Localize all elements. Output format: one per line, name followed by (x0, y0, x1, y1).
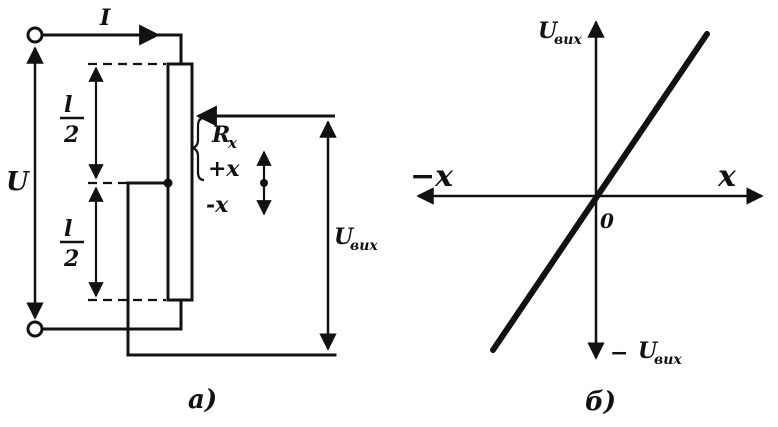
x-pos-label: x (717, 159, 737, 194)
bottom-half-denominator: 2 (63, 246, 79, 272)
rx-label-main: R (211, 122, 230, 148)
resistor-body (166, 62, 194, 302)
bottom-supply-wire (40, 298, 183, 331)
displacement-dot (260, 179, 268, 187)
output-voltage-main: U (334, 224, 355, 250)
y-axis-label-sub: вих (554, 32, 582, 48)
top-half-numerator: l (64, 92, 72, 118)
rx-label-sub: x (227, 134, 238, 152)
top-terminal (26, 26, 44, 44)
potentiometer-circuit: I U l 2 l 2 R x +x -x (6, 5, 378, 415)
y-axis-label-main: U (538, 18, 559, 44)
origin-label: 0 (600, 209, 614, 233)
characteristic-line (490, 31, 710, 353)
plus-x-label: +x (208, 156, 240, 182)
midpoint-tap-wire (126, 181, 337, 357)
rx-brace (190, 116, 205, 182)
current-label: I (99, 5, 111, 31)
top-supply-wire (40, 33, 183, 66)
caption-b: б) (585, 387, 616, 417)
midpoint-dot (163, 178, 173, 188)
caption-a: а) (188, 385, 217, 415)
output-voltage-sub: вих (350, 238, 378, 254)
x-neg-label: −x (410, 159, 454, 194)
bottom-half-numerator: l (64, 216, 72, 242)
output-characteristic: U вих − U вих x −x 0 б) (410, 18, 764, 417)
bottom-terminal (26, 320, 44, 338)
top-half-denominator: 2 (63, 122, 79, 148)
minus-x-label: -x (206, 192, 229, 218)
y-neg-label-sub: вих (654, 352, 682, 368)
y-neg-label-main: U (638, 338, 659, 364)
supply-voltage-label: U (6, 167, 30, 197)
y-neg-prefix: − (610, 340, 628, 366)
